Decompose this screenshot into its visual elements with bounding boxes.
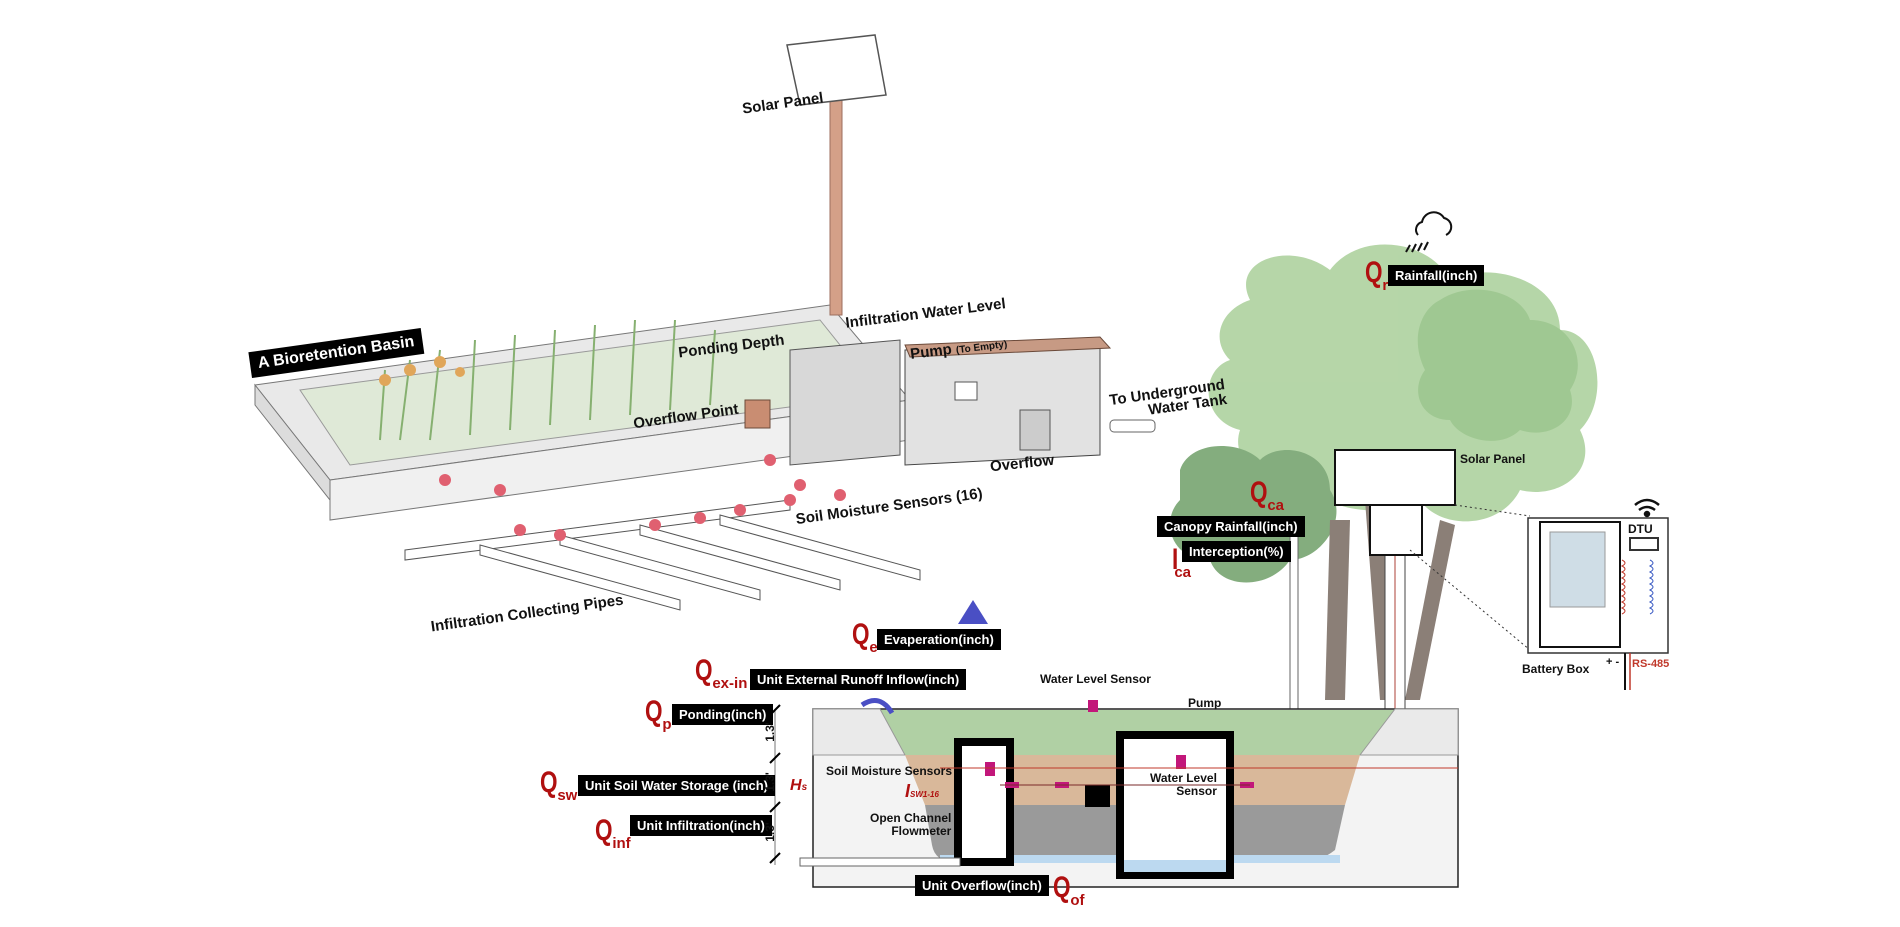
water-level-sensor-label: Water Level Sensor	[1150, 772, 1217, 798]
canopy-rainfall-tag: Canopy Rainfall(inch)	[1157, 516, 1305, 537]
canopy-symbol-sub: ca	[1267, 497, 1285, 514]
instrument-pole	[1289, 449, 1531, 770]
inflow-arrow-icon	[860, 698, 895, 715]
dim-ponding: 1.3'	[762, 722, 777, 742]
water-level-sensor-top-label: Water Level Sensor	[1040, 672, 1151, 686]
hs-symbol-main: H	[790, 777, 802, 794]
isw-symbol-sub: SW1-16	[910, 790, 939, 799]
open-channel-label: Open Channel Flowmeter	[870, 812, 951, 838]
rs485-label: RS-485	[1632, 658, 1670, 670]
section-pump-label: Pump	[1188, 696, 1222, 710]
external-inflow-tag: Unit External Runoff Inflow(inch)	[750, 669, 967, 690]
canopy-symbol: Qca	[1250, 476, 1284, 514]
infiltration-symbol-main: Q	[595, 814, 613, 847]
polarity-label: + -	[1606, 656, 1620, 668]
isw-symbol: ISW1-16	[905, 782, 939, 801]
evaporation-symbol: Qe	[852, 618, 878, 656]
tree-solar-panel-label: Solar Panel	[1460, 452, 1526, 466]
dim-infiltration: 1.3'	[762, 822, 777, 842]
evaporation-symbol-main: Q	[852, 618, 870, 651]
interception-symbol: Ica	[1172, 543, 1191, 581]
section-soil-moisture-label: Soil Moisture Sensors	[826, 764, 953, 778]
rainfall-symbol-main: Q	[1365, 256, 1383, 289]
external-inflow-symbol-sub: ex-in	[712, 675, 748, 692]
dim-soil: 1.3'	[762, 772, 777, 792]
overflow-tag: Unit Overflow(inch)	[915, 875, 1049, 896]
interception-symbol-sub: ca	[1174, 564, 1192, 581]
infiltration-symbol: Qinf	[595, 814, 631, 852]
interception-tag: Interception(%)	[1182, 541, 1291, 562]
evaporation-tag: Evaperation(inch)	[877, 629, 1001, 650]
rain-cloud-icon	[1405, 211, 1453, 253]
evaporation-symbol-sub: e	[869, 639, 878, 656]
battery-box	[1527, 517, 1669, 690]
ponding-symbol-main: Q	[645, 695, 663, 728]
soil-water-symbol-main: Q	[540, 766, 558, 799]
battery-box-label: Battery Box	[1522, 662, 1590, 676]
canopy-symbol-main: Q	[1250, 476, 1268, 509]
evaporation-arrow-icon	[958, 600, 988, 624]
rainfall-symbol: Qr	[1365, 256, 1388, 294]
hs-symbol: Hs	[790, 778, 807, 794]
rainfall-tag: Rainfall(inch)	[1388, 265, 1485, 286]
isw-symbol-main: I	[905, 781, 911, 801]
ponding-tag: Ponding(inch)	[672, 704, 774, 725]
section-diagram	[769, 600, 1459, 888]
open-channel-line1: Open Channel	[870, 811, 952, 825]
water-level-sensor-line1: Water Level	[1150, 771, 1217, 785]
wifi-icon	[1634, 498, 1660, 518]
infiltration-symbol-sub: inf	[612, 835, 631, 852]
external-inflow-symbol: Qex-in	[695, 654, 747, 692]
rainfall-symbol-sub: r	[1382, 277, 1389, 294]
open-channel-line2: Flowmeter	[891, 824, 952, 838]
soil-water-tag: Unit Soil Water Storage (inch)	[578, 775, 775, 796]
isometric-basin	[254, 34, 1156, 611]
dtu-label: DTU	[1628, 522, 1653, 536]
ponding-symbol: Qp	[645, 695, 672, 733]
external-inflow-symbol-main: Q	[695, 654, 713, 687]
ponding-symbol-sub: p	[662, 716, 672, 733]
water-level-sensor-line2: Sensor	[1176, 784, 1217, 798]
hs-symbol-sub: s	[801, 782, 808, 793]
infiltration-tag: Unit Infiltration(inch)	[630, 815, 772, 836]
overflow-symbol-sub: of	[1070, 892, 1085, 909]
soil-water-symbol: Qsw	[540, 766, 577, 804]
soil-water-symbol-sub: sw	[557, 787, 578, 804]
tree-trunk	[1325, 500, 1455, 700]
overflow-symbol-main: Q	[1053, 871, 1071, 904]
overflow-symbol: Qof	[1053, 871, 1085, 909]
interception-symbol-main: I	[1172, 543, 1179, 576]
